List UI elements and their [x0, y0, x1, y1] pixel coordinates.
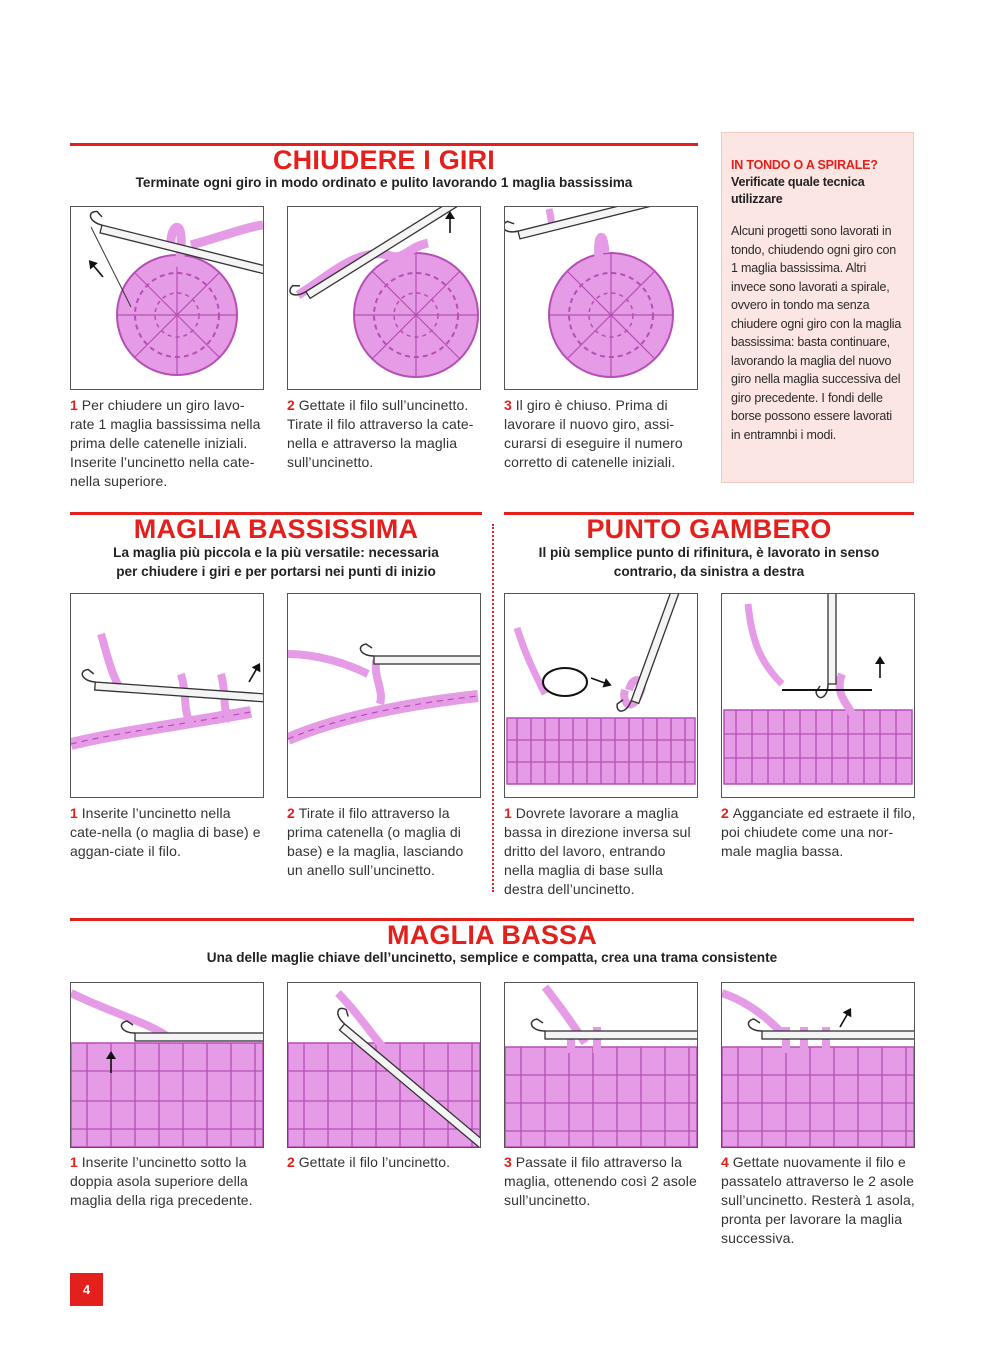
column-divider	[492, 524, 494, 892]
yarn-circle-icon	[353, 252, 479, 378]
section-rule	[504, 512, 914, 515]
section-title: MAGLIA BASSISSIMA	[133, 514, 419, 544]
illustration-step-1	[70, 593, 264, 798]
step-caption: 2 Agganciate ed estraete il filo, poi ch…	[721, 805, 916, 859]
section-rule	[70, 512, 482, 515]
step-caption: 2 Gettate il filo l’uncinetto.	[287, 1154, 451, 1170]
section-subtitle: Terminate ogni giro in modo ordinato e p…	[135, 175, 633, 190]
step-caption: 4 Gettate nuovamente il filo e passatelo…	[721, 1154, 915, 1246]
step-caption: 1 Dovrete lavorare a maglia bassa in dir…	[504, 805, 691, 897]
illustration-step-2	[287, 593, 481, 798]
step-caption: 1 Inserite l’uncinetto sotto la doppia a…	[70, 1154, 253, 1208]
section-subtitle: Una delle maglie chiave dell’uncinetto, …	[206, 950, 778, 965]
info-box-subtitle: Verificate quale tecnica utilizzare	[731, 175, 865, 206]
yarn-circle-icon	[116, 254, 238, 376]
step-caption: 3 Passate il filo attraverso la maglia, …	[504, 1154, 697, 1208]
step-caption: 3 Il giro è chiuso. Prima di lavorare il…	[504, 397, 683, 470]
illustration-step-3	[504, 982, 698, 1148]
info-box-body: Alcuni progetti sono lavorati in tondo, …	[731, 224, 902, 442]
illustration-step-4	[721, 982, 915, 1148]
illustration-step-1	[70, 982, 264, 1148]
yarn-circle-icon	[548, 252, 674, 378]
step-caption: 1 Per chiudere un giro lavo-rate 1 magli…	[70, 397, 261, 489]
section-title: MAGLIA BASSA	[387, 920, 597, 950]
step-caption: 2 Tirate il filo attraverso la prima cat…	[287, 805, 464, 878]
step-caption: 2 Gettate il filo sull’uncinetto. Tirate…	[287, 397, 474, 470]
section-rule	[70, 143, 698, 146]
page-number: 4	[70, 1273, 103, 1306]
illustration-step-2	[721, 593, 915, 798]
illustration-step-2	[287, 982, 481, 1148]
info-box-title: IN TONDO O A SPIRALE?	[731, 158, 878, 172]
illustration-step-2	[287, 206, 481, 390]
section-title: PUNTO GAMBERO	[586, 514, 832, 544]
info-box: IN TONDO O A SPIRALE? Verificate quale t…	[721, 132, 914, 483]
section-subtitle: La maglia più piccola e la più versatile…	[113, 545, 439, 579]
illustration-step-1	[70, 206, 264, 390]
illustration-step-3	[504, 206, 698, 390]
illustration-step-1	[504, 593, 698, 798]
section-subtitle: Il più semplice punto di rifinitura, è l…	[538, 545, 880, 579]
section-title: CHIUDERE I GIRI	[272, 145, 496, 175]
step-caption: 1 Inserite l’uncinetto nella cate-nella …	[70, 805, 261, 859]
section-rule	[70, 918, 914, 921]
